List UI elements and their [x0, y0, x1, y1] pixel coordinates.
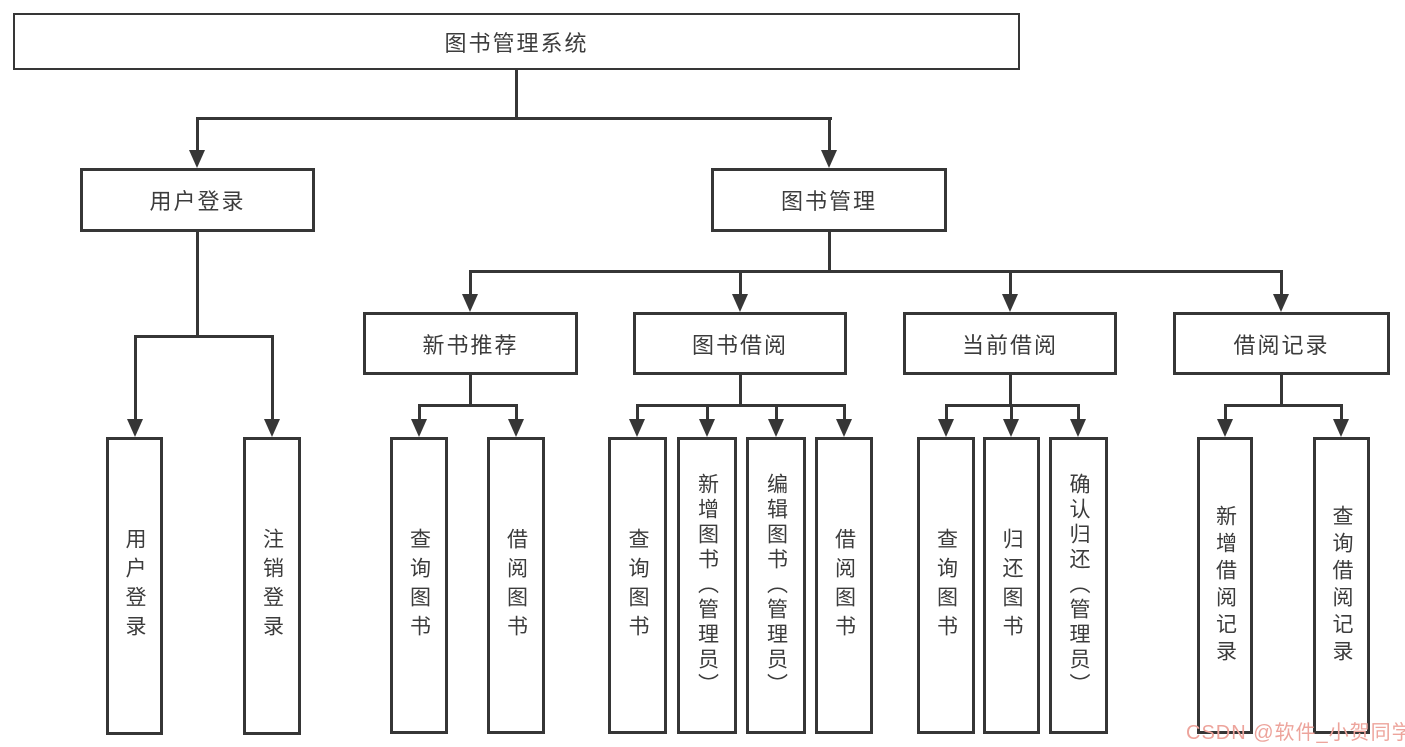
- arrow-down-icon: [462, 294, 478, 312]
- node-current-borrow: 当前借阅: [903, 312, 1117, 375]
- connector-bookmgmt-rail: [469, 270, 1283, 273]
- leaf-borrow-borrow: 借阅图书: [815, 437, 873, 734]
- connector-records-stem: [1280, 375, 1283, 406]
- connector-userlogin-stem: [196, 232, 199, 336]
- leaf-label: 借阅图书: [504, 527, 528, 644]
- connector-drop-leaf: [1077, 404, 1080, 420]
- arrow-down-icon: [1070, 419, 1086, 437]
- leaf-label: 新增借阅记录: [1213, 504, 1237, 667]
- arrow-down-icon: [1217, 419, 1233, 437]
- arrow-down-icon: [629, 419, 645, 437]
- connector-drop-currentborrow: [1009, 270, 1012, 295]
- connector-drop-leaf: [945, 404, 948, 420]
- arrow-down-icon: [699, 419, 715, 437]
- leaf-label: 查询图书: [934, 527, 958, 644]
- connector-drop-leaf: [418, 404, 421, 420]
- arrow-down-icon: [127, 419, 143, 437]
- leaf-label: 新增图书（管理员）: [695, 473, 719, 698]
- node-borrow-records: 借阅记录: [1173, 312, 1390, 375]
- node-new-book-recommend: 新书推荐: [363, 312, 578, 375]
- connector-drop-bookborrow: [739, 270, 742, 295]
- connector-root-stem: [515, 70, 518, 118]
- leaf-label: 确认归还（管理员）: [1067, 473, 1090, 698]
- node-user-login: 用户登录: [80, 168, 315, 232]
- leaf-label: 查询借阅记录: [1330, 504, 1353, 667]
- connector-bookborrow-stem: [739, 375, 742, 406]
- connector-drop-leaf: [134, 335, 137, 420]
- connector-bookmgmt-stem: [828, 232, 831, 273]
- connector-drop-leaf: [1340, 404, 1343, 420]
- connector-drop-leaf: [636, 404, 639, 420]
- arrow-down-icon: [732, 294, 748, 312]
- leaf-label: 归还图书: [1000, 527, 1023, 644]
- node-book-borrow: 图书借阅: [633, 312, 847, 375]
- connector-userlogin-rail: [134, 335, 273, 338]
- leaf-label: 借阅图书: [832, 527, 856, 644]
- arrow-down-icon: [836, 419, 852, 437]
- leaf-label: 注销登录: [260, 528, 284, 644]
- csdn-watermark: CSDN @软件_小贺同学: [1186, 722, 1405, 744]
- node-root-library-system: 图书管理系统: [13, 13, 1020, 70]
- leaf-borrow-query: 查询图书: [608, 437, 667, 734]
- leaf-borrow-edit-admin: 编辑图书（管理员）: [746, 437, 806, 734]
- connector-newbook-rail: [418, 404, 518, 407]
- leaf-current-query: 查询图书: [917, 437, 975, 734]
- arrow-down-icon: [264, 419, 280, 437]
- leaf-logout: 注销登录: [243, 437, 301, 735]
- connector-drop-leaf: [843, 404, 846, 420]
- connector-drop-records: [1280, 270, 1283, 295]
- node-book-management: 图书管理: [711, 168, 947, 232]
- connector-newbook-stem: [469, 375, 472, 406]
- leaf-current-return: 归还图书: [983, 437, 1040, 734]
- connector-drop-leaf: [706, 404, 709, 420]
- arrow-down-icon: [821, 150, 837, 168]
- arrow-down-icon: [1273, 294, 1289, 312]
- leaf-records-query: 查询借阅记录: [1313, 437, 1370, 734]
- connector-drop-leaf: [271, 335, 274, 420]
- leaf-borrow-add-admin: 新增图书（管理员）: [677, 437, 737, 734]
- connector-drop-newbook: [469, 270, 472, 295]
- connector-drop-book-mgmt: [828, 117, 831, 151]
- connector-drop-leaf: [1010, 404, 1013, 420]
- leaf-records-add: 新增借阅记录: [1197, 437, 1253, 734]
- leaf-user-login: 用户登录: [106, 437, 163, 735]
- arrow-down-icon: [508, 419, 524, 437]
- leaf-newbook-borrow: 借阅图书: [487, 437, 545, 734]
- arrow-down-icon: [411, 419, 427, 437]
- leaf-newbook-query: 查询图书: [390, 437, 448, 734]
- connector-currentborrow-stem: [1009, 375, 1012, 406]
- arrow-down-icon: [768, 419, 784, 437]
- arrow-down-icon: [1333, 419, 1349, 437]
- connector-root-rail: [196, 117, 832, 120]
- arrow-down-icon: [938, 419, 954, 437]
- connector-bookborrow-rail: [636, 404, 845, 407]
- connector-drop-leaf: [775, 404, 778, 420]
- arrow-down-icon: [1002, 294, 1018, 312]
- connector-drop-leaf: [1224, 404, 1227, 420]
- connector-drop-user-login: [196, 117, 199, 151]
- connector-drop-leaf: [515, 404, 518, 420]
- leaf-current-confirm-admin: 确认归还（管理员）: [1049, 437, 1108, 734]
- leaf-label: 查询图书: [407, 527, 431, 644]
- leaf-label: 编辑图书（管理员）: [764, 473, 788, 698]
- leaf-label: 用户登录: [123, 528, 146, 644]
- arrow-down-icon: [189, 150, 205, 168]
- leaf-label: 查询图书: [626, 527, 649, 644]
- connector-records-rail: [1224, 404, 1342, 407]
- arrow-down-icon: [1003, 419, 1019, 437]
